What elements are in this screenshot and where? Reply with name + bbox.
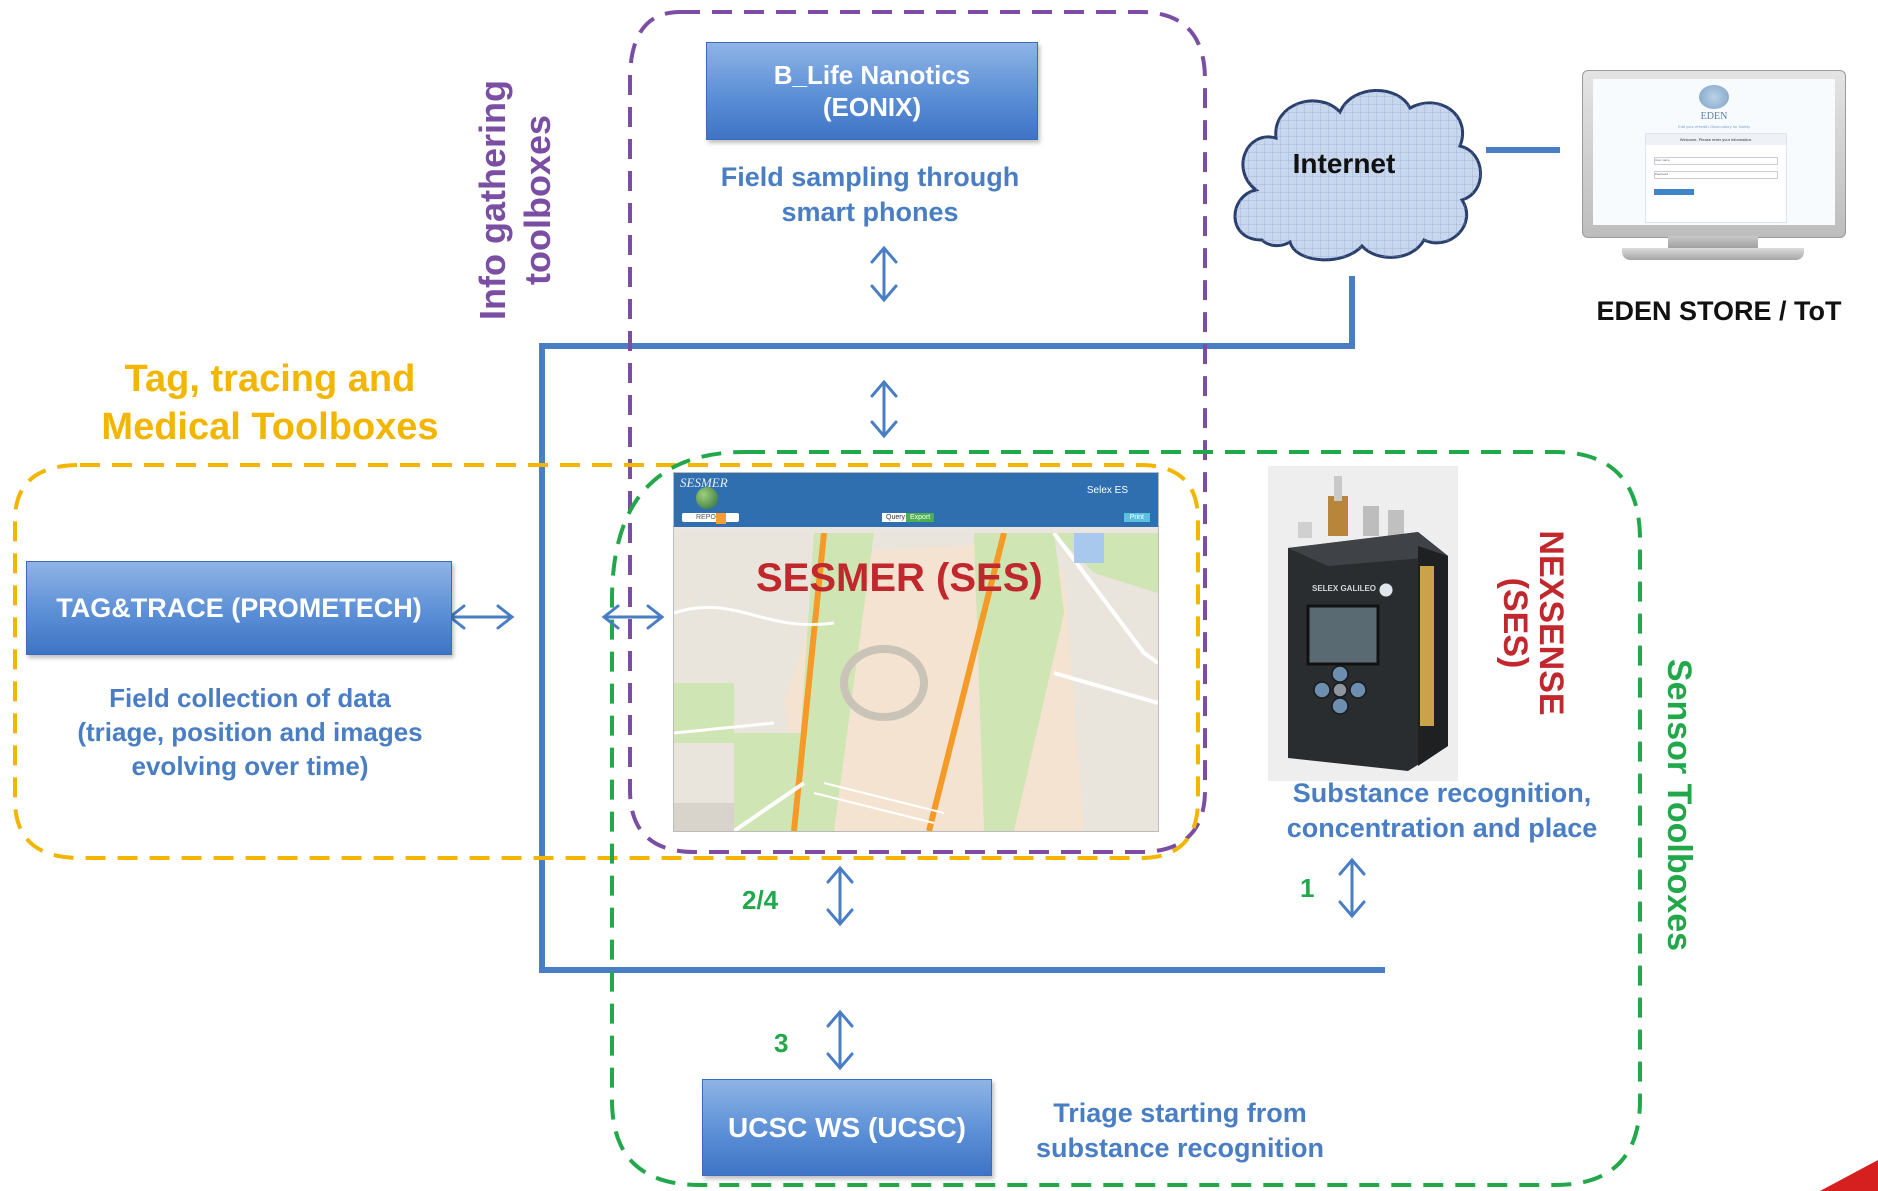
- step-3-label: 3: [774, 1028, 789, 1058]
- ucsc-description: Triage starting from substance recogniti…: [1035, 1098, 1325, 1164]
- arrow-step-3: [826, 1009, 854, 1071]
- tag-tracing-title: Tag, tracing and Medical Toolboxes: [101, 358, 439, 448]
- sesmer-app-logo: SESMER: [680, 475, 728, 490]
- sesmer-report-button[interactable]: REPORT: [682, 513, 740, 522]
- corner-accent: [1820, 1160, 1878, 1191]
- ucsc-ws-box[interactable]: UCSC WS (UCSC): [702, 1079, 992, 1176]
- tag-tracing-group-outline: [13, 463, 1200, 860]
- step-2-4-label: 2/4: [742, 885, 779, 915]
- sesmer-app-screenshot: SESMER Selex ES REPORT Query Export Prin…: [673, 472, 1159, 832]
- sesmer-map[interactable]: [674, 531, 1158, 831]
- map-drawing: [674, 531, 1158, 831]
- eden-caption: EDEN STORE / ToT: [1596, 296, 1842, 326]
- sesmer-query-button[interactable]: Query: [882, 513, 910, 522]
- sesmer-label: SESMER (SES): [756, 556, 1043, 600]
- eden-monitor-stand: [1668, 236, 1758, 250]
- tagtrace-box[interactable]: TAG&TRACE (PROMETECH): [26, 561, 452, 655]
- tagtrace-description: Field collection of data (triage, positi…: [77, 683, 423, 781]
- arrow-bus-sesmer-h: [601, 604, 665, 630]
- info-gathering-title: Info gathering toolboxes: [472, 80, 558, 320]
- sesmer-app-toolbar: REPORT Query Export Print: [674, 511, 1158, 527]
- eden-monitor: EDEN Edit your eHealth Observatory for S…: [1582, 70, 1846, 266]
- eden-monitor-bezel: EDEN Edit your eHealth Observatory for S…: [1582, 70, 1846, 238]
- sesmer-print-button[interactable]: Print: [1123, 513, 1150, 522]
- arrows: [447, 245, 1366, 1071]
- eden-monitor-base: [1622, 248, 1804, 260]
- nexsense-device-photo: SELEX GALILEO: [1268, 466, 1458, 781]
- arrow-step-2-4: [826, 865, 854, 927]
- arrow-blife-down: [870, 245, 898, 303]
- eden-login-panel: Welcome, Please enter your information. …: [1645, 133, 1787, 223]
- nexsense-description: Substance recognition, concentration and…: [1286, 778, 1598, 844]
- blife-nanotics-box[interactable]: B_Life Nanotics (EONIX): [706, 42, 1038, 140]
- internet-cloud-icon: [1233, 89, 1482, 262]
- sesmer-export-button[interactable]: Export: [906, 513, 935, 522]
- eden-screen-welcome: Welcome, Please enter your information.: [1646, 134, 1786, 145]
- sesmer-app-header: SESMER Selex ES: [674, 473, 1158, 511]
- sesmer-app-brand: Selex ES: [1086, 485, 1128, 496]
- sensor-toolboxes-title: Sensor Toolboxes: [1660, 658, 1698, 952]
- eden-screen-tagline: Edit your eHealth Observatory for Safety: [1678, 124, 1750, 129]
- eden-screen-logo: EDEN: [1700, 111, 1728, 122]
- arrow-tagtrace-bus: [447, 604, 515, 630]
- globe-icon: [696, 487, 718, 509]
- info-gathering-group-outline: [628, 10, 1207, 854]
- eden-pass-field[interactable]: Password: [1654, 171, 1778, 179]
- nexsense-title: NEXSENSE (SES): [1496, 530, 1570, 716]
- nexsense-device-brand: SELEX GALILEO: [1312, 584, 1377, 593]
- nexsense-device-drawing: [1268, 466, 1458, 781]
- eden-tree-icon: [1699, 85, 1729, 109]
- eden-login-button[interactable]: [1654, 189, 1694, 195]
- step-1-label: 1: [1300, 873, 1315, 903]
- internet-label: Internet: [1292, 148, 1396, 179]
- sensor-group-outline: [610, 450, 1642, 1187]
- eden-user-field[interactable]: User name: [1654, 157, 1778, 165]
- sesmer-orange-button[interactable]: [716, 513, 726, 524]
- network-lines: [539, 147, 1560, 973]
- arrow-bus-sesmer: [870, 379, 898, 439]
- eden-screen: EDEN Edit your eHealth Observatory for S…: [1593, 79, 1835, 225]
- blife-description: Field sampling through smart phones: [720, 162, 1020, 228]
- arrow-step-1: [1338, 857, 1366, 919]
